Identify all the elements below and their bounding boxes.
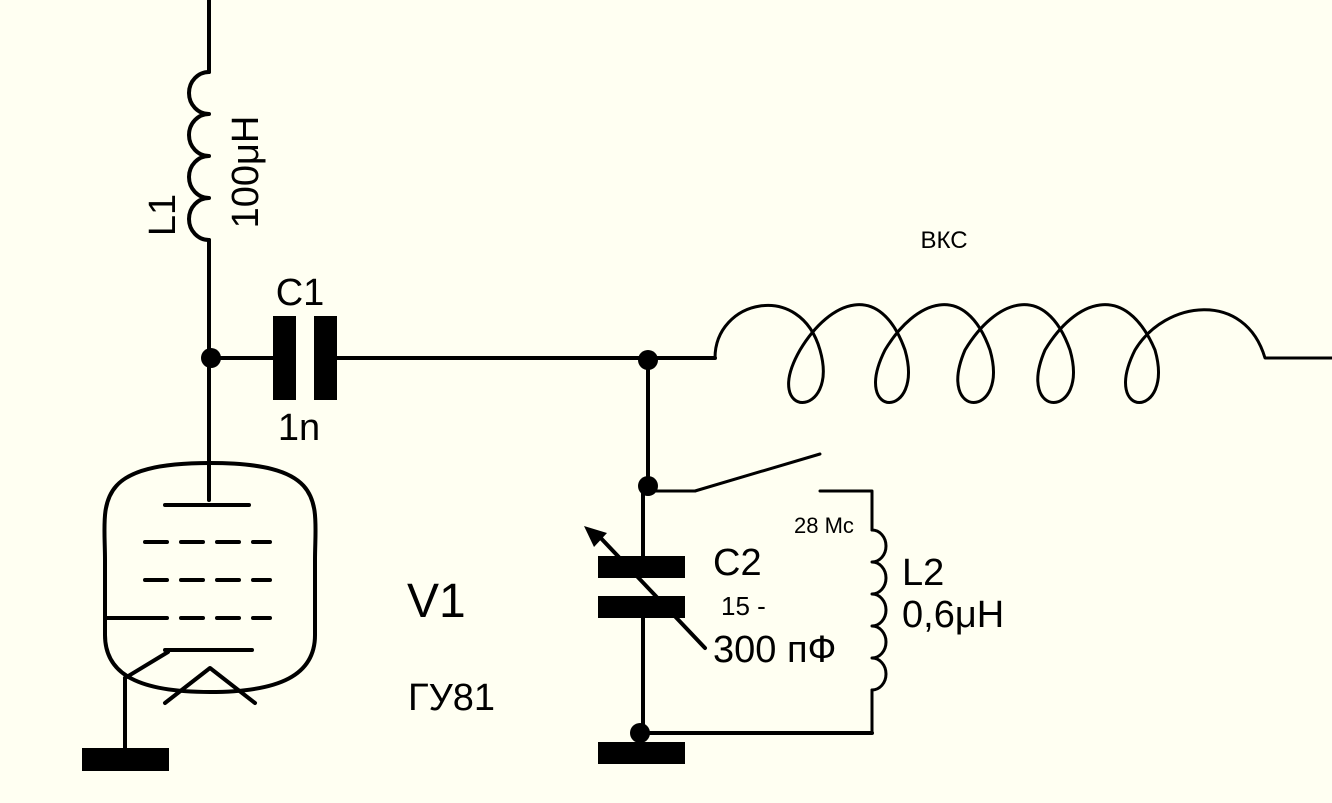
v1-type-label: ГУ81	[408, 677, 495, 719]
l1-value-label: 100μH	[225, 116, 267, 229]
l2-band-label: 28 Mc	[794, 513, 854, 538]
ground-symbol-tube	[82, 748, 169, 771]
inductor-l1	[187, 70, 211, 242]
vkc-label: ВКС	[920, 227, 967, 254]
v1-name-label: V1	[407, 575, 466, 628]
tube-cathode-lead	[123, 650, 170, 680]
c2-name-label: C2	[713, 542, 762, 584]
l2-value-label: 0,6μH	[902, 594, 1004, 636]
capacitor-c1-plate-right	[314, 316, 337, 400]
c2-value-line2: 300 пФ	[713, 629, 836, 671]
capacitor-c1-plate-left	[273, 316, 296, 400]
l2-top-wire	[818, 489, 874, 532]
capacitor-c2-plate-top	[598, 556, 685, 578]
c2-value-line1: 15 -	[721, 591, 766, 621]
inductor-vkc	[713, 303, 1332, 404]
l2-name-label: L2	[902, 552, 944, 594]
tube-envelope	[102, 461, 318, 694]
junction-ground	[630, 723, 650, 743]
inductor-l2	[870, 528, 888, 692]
c1-name-label: C1	[276, 272, 325, 314]
tube-filament	[163, 666, 257, 705]
arrow-head-icon	[584, 526, 607, 547]
l1-name-label: L1	[142, 194, 184, 236]
capacitor-c2-variable-arrow	[594, 531, 707, 650]
ground-symbol-tank	[598, 742, 685, 764]
c1-value-label: 1n	[278, 407, 320, 449]
band-switch-blade	[693, 452, 822, 493]
